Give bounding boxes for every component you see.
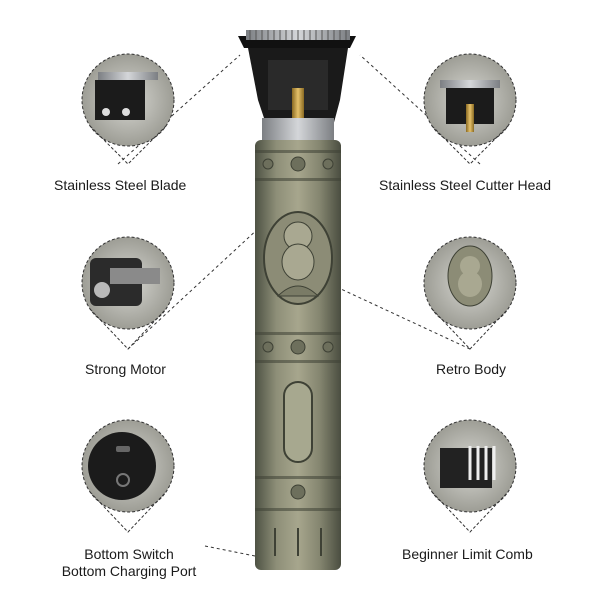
trimmer: [238, 30, 356, 570]
label-strong-motor: Strong Motor: [85, 361, 166, 377]
label-retro-body: Retro Body: [436, 361, 507, 377]
label-beginner-limit-comb: Beginner Limit Comb: [402, 546, 533, 562]
callout-motor-circle: [81, 236, 175, 350]
retro-body: [255, 140, 341, 570]
callout-blade-circle: [81, 53, 175, 165]
label-bottom-switch-port: Bottom Switch Bottom Charging Port: [62, 546, 197, 580]
label-bottom-charging-port: Bottom Charging Port: [61, 563, 197, 579]
callout-comb-circle: [423, 419, 517, 533]
callout-bottom-circle: [81, 419, 175, 533]
power-button: [283, 381, 313, 463]
steel-collar: [262, 118, 334, 140]
callout-body-circle: [423, 236, 517, 350]
callout-cutter-head-circle: [423, 53, 517, 165]
label-stainless-steel-blade: Stainless Steel Blade: [54, 177, 187, 193]
label-stainless-steel-cutter-head: Stainless Steel Cutter Head: [379, 177, 551, 193]
label-bottom-switch: Bottom Switch: [84, 546, 174, 562]
